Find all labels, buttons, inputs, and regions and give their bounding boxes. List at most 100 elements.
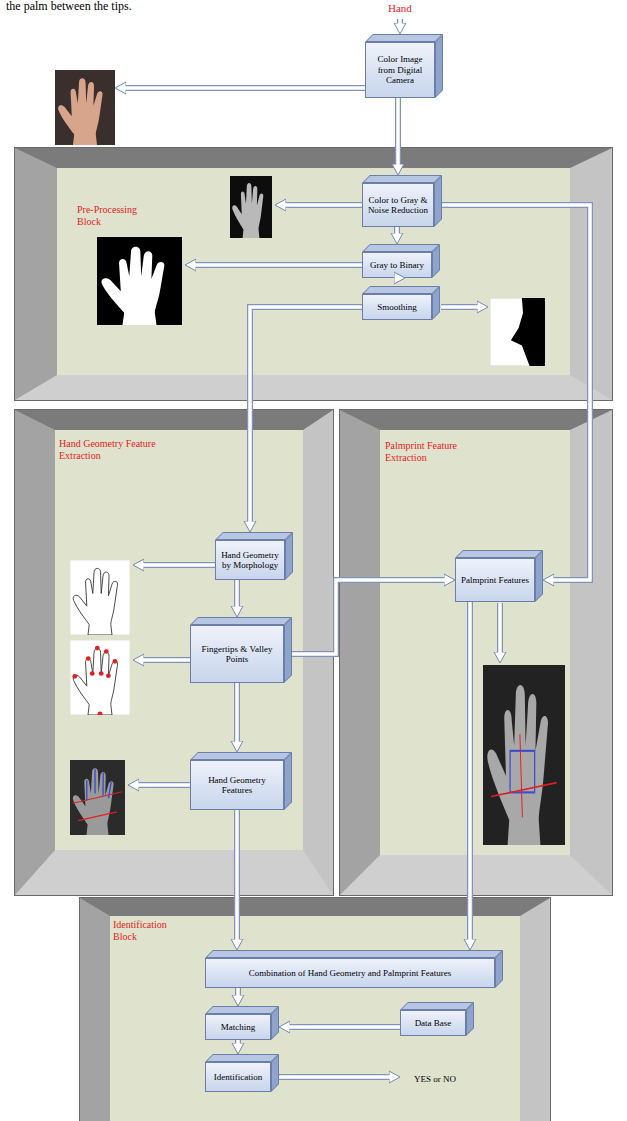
flow-arrow bbox=[250, 307, 362, 524]
page-fragment-text: the palm between the tips. bbox=[6, 0, 132, 14]
gray-hand-image bbox=[232, 183, 263, 238]
hand-photo bbox=[58, 78, 102, 145]
key-points-image bbox=[113, 659, 118, 664]
image-arrows bbox=[123, 86, 365, 90]
palmprint-image bbox=[487, 685, 548, 845]
key-points-image bbox=[86, 656, 91, 661]
arrow-outline bbox=[279, 1074, 392, 1080]
key-points-image bbox=[73, 648, 117, 715]
flow-arrow bbox=[442, 205, 590, 580]
gray-hand-image bbox=[230, 176, 272, 238]
flow-arrow bbox=[237, 810, 238, 942]
block-heading: Palmprint Feature Extraction bbox=[385, 440, 495, 463]
image-arrows bbox=[141, 562, 215, 568]
smoothing-image bbox=[490, 298, 545, 366]
hand-outline-image bbox=[73, 568, 117, 635]
arrow-core bbox=[468, 602, 472, 942]
arrow-core bbox=[250, 307, 362, 524]
arrow-core bbox=[279, 1075, 392, 1079]
image-arrows bbox=[141, 657, 190, 663]
process-box: Gray to Binary bbox=[362, 252, 432, 278]
arrow-outline bbox=[395, 98, 401, 167]
arrow-outline bbox=[287, 1024, 400, 1030]
block-heading: Identification Block bbox=[113, 919, 175, 942]
arrow-core bbox=[395, 227, 399, 236]
image-arrows bbox=[397, 19, 403, 26]
arrow-outline bbox=[234, 580, 240, 609]
process-box: Hand Geometry Features bbox=[190, 760, 284, 810]
box-label: Hand Geometry by Morphology bbox=[220, 550, 280, 571]
palmprint-image bbox=[483, 665, 565, 845]
key-points-image bbox=[106, 673, 111, 678]
image-arrows bbox=[283, 202, 362, 208]
arrow-core bbox=[235, 810, 239, 942]
geometry-features-image bbox=[70, 760, 125, 835]
hand-outline-image bbox=[70, 560, 130, 635]
key-points-image bbox=[95, 646, 100, 651]
image-arrows bbox=[141, 658, 190, 662]
box-label: Smoothing bbox=[377, 302, 417, 312]
box-label: Fingertips & Valley Points bbox=[195, 644, 279, 665]
key-points-image bbox=[104, 649, 109, 654]
box-label: Color Image from Digital Camera bbox=[370, 54, 430, 85]
image-arrows bbox=[141, 563, 215, 567]
image-arrows bbox=[123, 85, 365, 91]
box-label: Identification bbox=[214, 1072, 262, 1082]
arrow-outline bbox=[467, 602, 473, 942]
binary-hand-image bbox=[97, 237, 182, 325]
smoothing-image bbox=[490, 298, 545, 366]
arrow-outline bbox=[250, 307, 362, 524]
arrow-core bbox=[235, 683, 239, 744]
key-points-image bbox=[72, 674, 77, 679]
arrow-core bbox=[292, 580, 447, 654]
box-label: Palmprint Features bbox=[461, 575, 529, 585]
process-box: Identification bbox=[205, 1062, 271, 1092]
key-points-image bbox=[98, 712, 103, 717]
arrow-outline bbox=[234, 810, 240, 942]
arrow-outline bbox=[442, 205, 590, 580]
smoothing-image bbox=[511, 298, 545, 366]
geometry-features-image bbox=[73, 792, 123, 821]
palmprint-image bbox=[510, 751, 535, 793]
image-arrows bbox=[283, 203, 362, 207]
box-label: Gray to Binary bbox=[370, 260, 424, 270]
box-label: Matching bbox=[221, 1022, 256, 1032]
key-points-image bbox=[70, 640, 130, 716]
arrow-core bbox=[287, 1025, 400, 1029]
block-panel: Hand Geometry Feature ExtractionHand Geo… bbox=[15, 410, 333, 895]
arrow-outline bbox=[394, 227, 400, 236]
process-box: Fingertips & Valley Points bbox=[190, 625, 284, 683]
hand-photo bbox=[55, 70, 115, 145]
image-arrows bbox=[193, 262, 362, 268]
flow-arrow bbox=[398, 98, 399, 167]
gray-hand-image bbox=[230, 176, 272, 238]
binary-hand-image bbox=[97, 237, 182, 325]
geometry-features-image bbox=[70, 760, 125, 835]
flow-arrow bbox=[238, 1040, 239, 1046]
arrow-core bbox=[236, 1040, 240, 1046]
flow-arrow bbox=[238, 988, 239, 998]
key-points-image bbox=[99, 671, 104, 676]
box-label: Data Base bbox=[415, 1018, 452, 1028]
arrow-outline bbox=[235, 1040, 241, 1046]
flow-arrow bbox=[237, 683, 238, 744]
flow-arrow bbox=[470, 602, 471, 942]
palmprint-image bbox=[483, 665, 565, 845]
image-arrows bbox=[193, 263, 362, 267]
arrow-outline bbox=[234, 683, 240, 744]
box-label: Color to Gray & Noise Reduction bbox=[367, 195, 429, 216]
process-box: Hand Geometry by Morphology bbox=[215, 540, 285, 580]
binary-hand-image bbox=[101, 247, 164, 325]
block-panel: Palmprint Feature ExtractionPalmprint Fe… bbox=[340, 410, 612, 895]
image-arrows bbox=[441, 304, 480, 310]
arrow-core bbox=[396, 98, 400, 167]
block-heading: Hand Geometry Feature Extraction bbox=[59, 438, 174, 461]
process-box: Palmprint Features bbox=[455, 558, 535, 602]
block-panel: Identification BlockCombination of Hand … bbox=[80, 898, 550, 1121]
image-arrows bbox=[441, 305, 480, 309]
image-arrows bbox=[136, 783, 190, 787]
palmprint-image bbox=[491, 734, 557, 817]
flow-arrow bbox=[397, 227, 398, 236]
